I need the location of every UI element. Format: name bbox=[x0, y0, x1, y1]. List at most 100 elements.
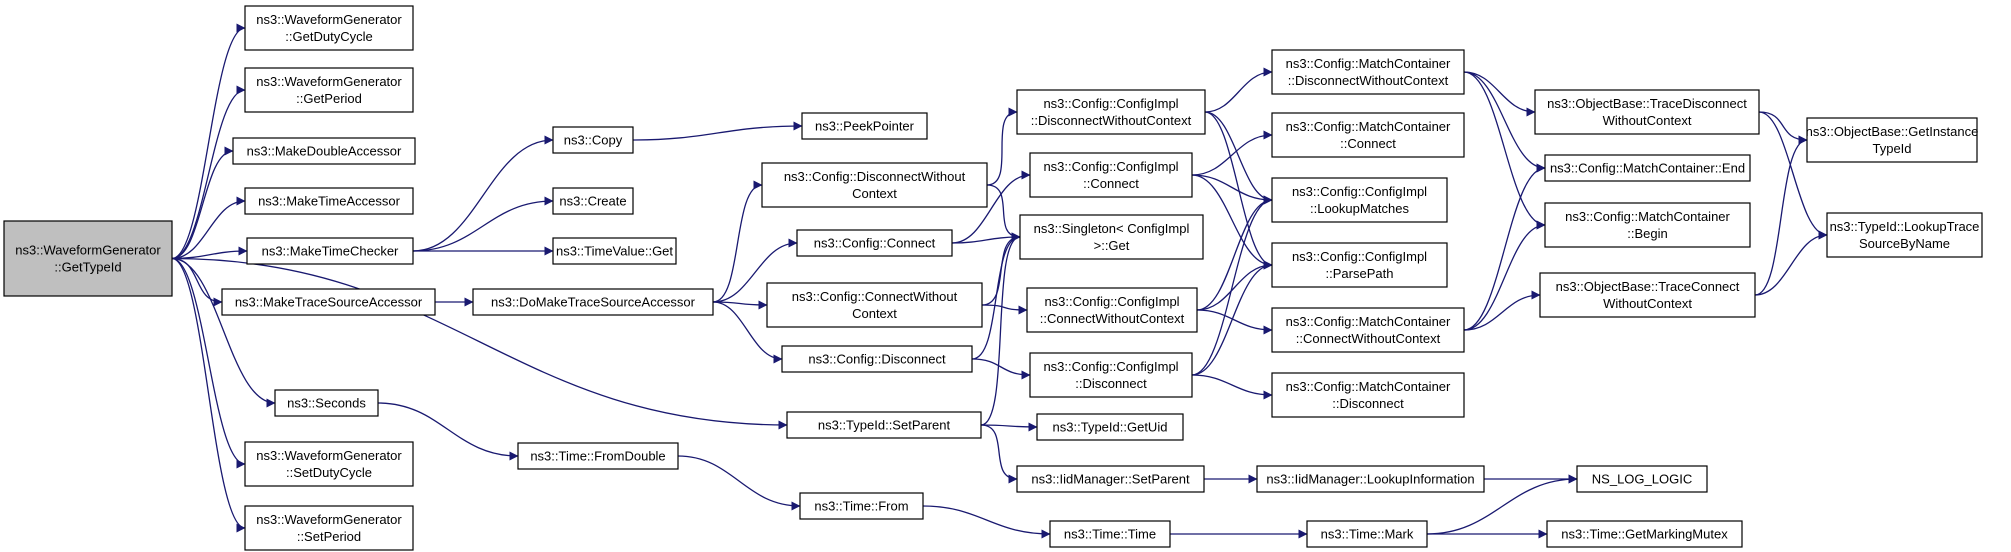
node-label: NS_LOG_LOGIC bbox=[1592, 472, 1692, 487]
node-ns3-create[interactable]: ns3::Create bbox=[552, 187, 634, 215]
node-ns3-time-getmarkingmutex[interactable]: ns3::Time::GetMarkingMutex bbox=[1546, 520, 1743, 548]
node-ns3-config-configimpl-disconnect[interactable]: ns3::Config::ConfigImpl::Disconnect bbox=[1029, 352, 1193, 398]
node-label: ns3::WaveformGenerator bbox=[256, 74, 402, 89]
node-ns3-peekpointer[interactable]: ns3::PeekPointer bbox=[801, 112, 928, 140]
node-label: ns3::ObjectBase::GetInstance bbox=[1806, 124, 1979, 139]
node-ns3-maketimechecker[interactable]: ns3::MakeTimeChecker bbox=[246, 237, 414, 265]
node-ns3-waveformgenerator-setdutycycle[interactable]: ns3::WaveformGenerator::SetDutyCycle bbox=[244, 441, 414, 487]
node-ns3-objectbase-tracedisconnectwithoutcontext[interactable]: ns3::ObjectBase::TraceDisconnectWithoutC… bbox=[1534, 89, 1760, 135]
node-label: ns3::ObjectBase::TraceConnect bbox=[1556, 279, 1740, 294]
node-ns3-config-disconnectwithoutcontext[interactable]: ns3::Config::DisconnectWithoutContext bbox=[761, 162, 988, 208]
edge-n22-n32 bbox=[1204, 111, 1273, 205]
node-ns3-config-configimpl-lookupmatches[interactable]: ns3::Config::ConfigImpl::LookupMatches bbox=[1271, 177, 1448, 223]
node-ns3-config-configimpl-disconnectwithoutcontext[interactable]: ns3::Config::ConfigImpl::DisconnectWitho… bbox=[1016, 89, 1206, 135]
edge-n0-n7 bbox=[171, 257, 276, 408]
node-ns3-waveformgenerator-getdutycycle[interactable]: ns3::WaveformGenerator::GetDutyCycle bbox=[244, 5, 414, 51]
node-label: ns3::MakeDoubleAccessor bbox=[247, 144, 402, 159]
node-box bbox=[244, 5, 414, 51]
node-box bbox=[1271, 177, 1448, 223]
node-label: ns3::WaveformGenerator bbox=[256, 12, 402, 27]
node-label: ::GetPeriod bbox=[296, 91, 362, 106]
node-label: ns3::WaveformGenerator bbox=[256, 448, 402, 463]
node-label: TypeId bbox=[1872, 141, 1911, 156]
node-label: ns3::Config::MatchContainer bbox=[1286, 314, 1451, 329]
edge-n0-n6 bbox=[171, 257, 223, 307]
node-box bbox=[1271, 307, 1465, 353]
node-box bbox=[221, 288, 436, 316]
edge-n38-n45 bbox=[1758, 111, 1828, 240]
node-label: ns3::PeekPointer bbox=[815, 119, 915, 134]
node-box bbox=[232, 137, 416, 165]
node-label: ::ConnectWithoutContext bbox=[1296, 331, 1441, 346]
node-label: SourceByName bbox=[1859, 236, 1950, 251]
edge-n13-n16 bbox=[712, 180, 763, 303]
node-ns3-time-time[interactable]: ns3::Time::Time bbox=[1049, 520, 1171, 548]
edge-n25-n32 bbox=[1196, 195, 1273, 311]
node-ns3-iidmanager-lookupinformation[interactable]: ns3::IidManager::LookupInformation bbox=[1256, 465, 1485, 493]
node-ns3-waveformgenerator-setperiod[interactable]: ns3::WaveformGenerator::SetPeriod bbox=[244, 505, 414, 551]
edge-n13-n17 bbox=[712, 238, 798, 303]
node-ns3-config-matchcontainer-connectwithoutcontext[interactable]: ns3::Config::MatchContainer::ConnectWith… bbox=[1271, 307, 1465, 353]
node-ns3-config-matchcontainer-end[interactable]: ns3::Config::MatchContainer::End bbox=[1544, 154, 1751, 182]
edge-n0-n2 bbox=[171, 85, 246, 260]
node-label: ns3::Time::From bbox=[814, 499, 908, 514]
edge-n21-n29 bbox=[922, 505, 1051, 539]
node-ns3-singleton-configimpl-get[interactable]: ns3::Singleton< ConfigImpl>::Get bbox=[1019, 214, 1204, 260]
node-ns3-config-connectwithoutcontext[interactable]: ns3::Config::ConnectWithoutContext bbox=[766, 282, 983, 328]
node-ns3-config-matchcontainer-begin[interactable]: ns3::Config::MatchContainer::Begin bbox=[1544, 202, 1751, 248]
node-ns3-waveformgenerator-getperiod[interactable]: ns3::WaveformGenerator::GetPeriod bbox=[244, 67, 414, 113]
node-ns3-config-configimpl-connect[interactable]: ns3::Config::ConfigImpl::Connect bbox=[1029, 152, 1193, 198]
node-ns3-config-matchcontainer-disconnect[interactable]: ns3::Config::MatchContainer::Disconnect bbox=[1271, 372, 1465, 418]
node-ns3-config-disconnect[interactable]: ns3::Config::Disconnect bbox=[781, 345, 973, 373]
node-ns3-copy[interactable]: ns3::Copy bbox=[552, 126, 634, 154]
node-label: ns3::Config::Connect bbox=[814, 236, 936, 251]
node-label: Context bbox=[852, 186, 897, 201]
node-ns-log-logic[interactable]: NS_LOG_LOGIC bbox=[1576, 465, 1708, 493]
edge-n0-n1 bbox=[171, 23, 246, 260]
node-label: ::SetPeriod bbox=[297, 529, 361, 544]
node-box bbox=[1271, 112, 1465, 158]
node-ns3-config-matchcontainer-disconnectwithoutcontext[interactable]: ns3::Config::MatchContainer::DisconnectW… bbox=[1271, 49, 1465, 95]
node-ns3-iidmanager-setparent[interactable]: ns3::IidManager::SetParent bbox=[1016, 465, 1205, 493]
edge-n0-n9 bbox=[171, 257, 246, 533]
node-ns3-objectbase-traceconnectwithoutcontext[interactable]: ns3::ObjectBase::TraceConnectWithoutCont… bbox=[1539, 272, 1756, 318]
node-ns3-time-mark[interactable]: ns3::Time::Mark bbox=[1306, 520, 1428, 548]
node-box bbox=[1806, 117, 1978, 163]
edge-n23-n32 bbox=[1191, 174, 1273, 205]
node-ns3-typeid-setparent[interactable]: ns3::TypeId::SetParent bbox=[786, 411, 982, 439]
node-ns3-timevalue-get[interactable]: ns3::TimeValue::Get bbox=[552, 237, 677, 265]
node-ns3-config-connect[interactable]: ns3::Config::Connect bbox=[796, 229, 953, 257]
node-ns3-domaketracesourceaccessor[interactable]: ns3::DoMakeTraceSourceAccessor bbox=[472, 288, 714, 316]
node-label: ns3::Time::Time bbox=[1064, 527, 1156, 542]
node-box bbox=[1539, 272, 1756, 318]
edge-n17-n24 bbox=[951, 232, 1021, 244]
node-box bbox=[552, 126, 634, 154]
node-label: ::SetDutyCycle bbox=[286, 465, 372, 480]
node-ns3-time-fromdouble[interactable]: ns3::Time::FromDouble bbox=[517, 442, 679, 470]
edge-n26-n35 bbox=[1191, 374, 1273, 400]
node-box bbox=[1256, 465, 1485, 493]
node-label: ::Begin bbox=[1627, 226, 1667, 241]
node-ns3-config-matchcontainer-connect[interactable]: ns3::Config::MatchContainer::Connect bbox=[1271, 112, 1465, 158]
node-ns3-maketimeaccessor[interactable]: ns3::MakeTimeAccessor bbox=[244, 187, 414, 215]
node-ns3-makedoubleaccessor[interactable]: ns3::MakeDoubleAccessor bbox=[232, 137, 416, 165]
node-ns3-time-from[interactable]: ns3::Time::From bbox=[799, 492, 924, 520]
edge-n22-n33 bbox=[1204, 111, 1273, 270]
node-box bbox=[274, 389, 379, 417]
edge-n13-n19 bbox=[712, 301, 783, 364]
node-ns3-config-configimpl-connectwithoutcontext[interactable]: ns3::Config::ConfigImpl::ConnectWithoutC… bbox=[1026, 287, 1198, 333]
node-label: ::GetTypeId bbox=[54, 260, 121, 275]
node-box bbox=[786, 411, 982, 439]
node-ns3-waveformgenerator-gettypeid[interactable]: ns3::WaveformGenerator::GetTypeId bbox=[3, 220, 173, 297]
node-box bbox=[472, 288, 714, 316]
node-label: ns3::TypeId::LookupTrace bbox=[1830, 219, 1980, 234]
node-label: ::DisconnectWithoutContext bbox=[1031, 113, 1192, 128]
node-ns3-maketracesourceaccessor[interactable]: ns3::MakeTraceSourceAccessor bbox=[221, 288, 436, 316]
node-label: ns3::Copy bbox=[564, 133, 623, 148]
node-ns3-typeid-getuid[interactable]: ns3::TypeId::GetUid bbox=[1036, 413, 1184, 441]
node-label: ::Connect bbox=[1083, 176, 1139, 191]
node-ns3-config-configimpl-parsepath[interactable]: ns3::Config::ConfigImpl::ParsePath bbox=[1271, 242, 1448, 288]
node-ns3-seconds[interactable]: ns3::Seconds bbox=[274, 389, 379, 417]
